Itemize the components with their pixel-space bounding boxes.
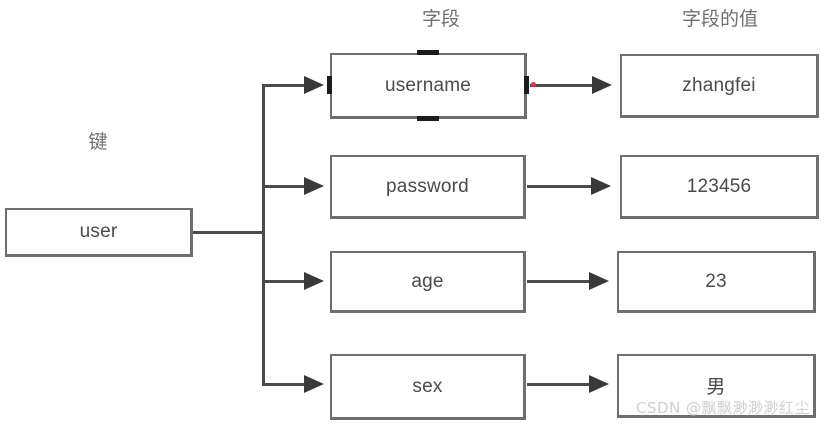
connector-username-to-value (530, 84, 592, 87)
arrowhead-value-age (589, 272, 609, 290)
arrowhead-value-password (591, 177, 611, 195)
connector-branch-sex (262, 383, 304, 386)
connector-sex-to-value (527, 383, 589, 386)
heading-field: 字段 (421, 8, 460, 30)
connector-age-to-value (527, 280, 589, 283)
connector-branch-age (262, 280, 304, 283)
arrowhead-age (304, 272, 324, 290)
heading-key: 键 (88, 131, 108, 153)
node-value-sex[interactable]: 男 (617, 354, 816, 418)
connector-user-to-trunk (193, 231, 265, 234)
node-value-password[interactable]: 123456 (620, 155, 819, 219)
node-field-sex[interactable]: sex (330, 354, 526, 420)
node-value-age[interactable]: 23 (617, 251, 816, 313)
node-value-username[interactable]: zhangfei (620, 54, 819, 118)
arrowhead-sex (304, 375, 324, 393)
arrowhead-value-username (592, 76, 612, 94)
heading-value: 字段的值 (681, 8, 758, 30)
node-key-user[interactable]: user (5, 208, 193, 257)
selection-handle-top[interactable] (417, 50, 439, 55)
connector-endpoint-dot[interactable] (531, 82, 536, 87)
selection-handle-bottom[interactable] (417, 116, 439, 121)
connector-password-to-value (527, 185, 591, 188)
arrowhead-username (304, 76, 324, 94)
arrowhead-value-sex (589, 375, 609, 393)
watermark: CSDN @飘飘渺渺渺红尘 (636, 399, 811, 417)
arrowhead-password (304, 177, 324, 195)
connector-branch-username (262, 84, 304, 87)
node-field-password[interactable]: password (330, 155, 526, 219)
node-field-username[interactable]: username (330, 53, 527, 119)
connector-branch-password (262, 185, 304, 188)
selection-handle-right[interactable] (524, 76, 529, 94)
node-field-age[interactable]: age (330, 251, 526, 313)
selection-handle-left[interactable] (327, 76, 332, 94)
connector-trunk (262, 84, 265, 385)
